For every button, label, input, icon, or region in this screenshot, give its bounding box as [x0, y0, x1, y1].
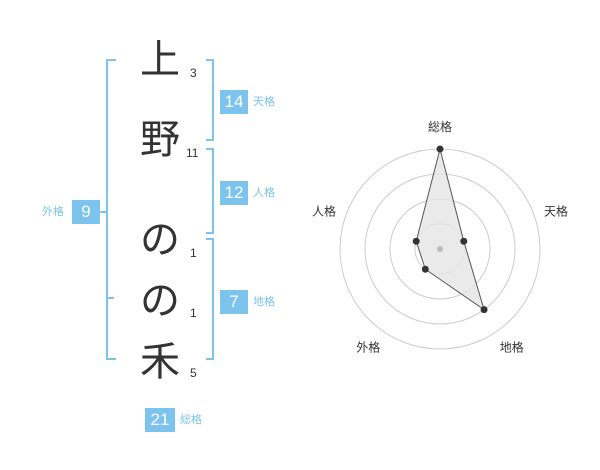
name-char-4: の — [140, 278, 180, 324]
name-char-3: の — [140, 217, 180, 263]
gaikaku-bracket-tick — [106, 297, 114, 299]
name-char-2: 野 — [140, 117, 180, 163]
radar-center-dot — [437, 246, 443, 252]
soukaku-badge: 21 — [145, 408, 175, 432]
stroke-count-5: 5 — [190, 366, 197, 380]
radar-axis-label: 地格 — [500, 340, 524, 355]
gaikaku-bracket-connector — [100, 211, 106, 213]
radar-series-area — [415, 148, 485, 311]
name-char-5: 禾 — [140, 339, 180, 385]
chikaku-label: 地格 — [253, 295, 275, 308]
gaikaku-label: 外格 — [42, 205, 64, 218]
chikaku-bracket — [206, 238, 214, 360]
radar-axis-label: 外格 — [356, 340, 380, 355]
tenkaku-label: 天格 — [253, 95, 275, 108]
gaikaku-badge: 9 — [72, 200, 100, 224]
radar-point — [480, 306, 488, 314]
stroke-count-3: 1 — [190, 246, 197, 260]
radar-point — [436, 145, 444, 153]
jinkaku-label: 人格 — [253, 186, 275, 199]
radar-axis-label: 天格 — [544, 203, 568, 218]
chikaku-badge: 7 — [220, 290, 248, 314]
stroke-count-4: 1 — [190, 306, 197, 320]
tenkaku-bracket — [206, 59, 214, 141]
radar-axis-label: 人格 — [312, 203, 336, 218]
name-char-1: 上 — [140, 37, 180, 83]
jinkaku-badge: 12 — [220, 181, 248, 205]
jinkaku-bracket — [206, 148, 214, 234]
radar-axis-label: 総格 — [428, 119, 452, 134]
radar-point — [421, 265, 429, 273]
radar-point — [460, 237, 468, 245]
soukaku-label: 総格 — [180, 413, 202, 426]
stroke-count-1: 3 — [190, 66, 197, 80]
stroke-count-2: 11 — [186, 146, 199, 160]
radar-point — [412, 237, 420, 245]
tenkaku-badge: 14 — [220, 90, 248, 114]
gaikaku-bracket — [106, 59, 116, 360]
